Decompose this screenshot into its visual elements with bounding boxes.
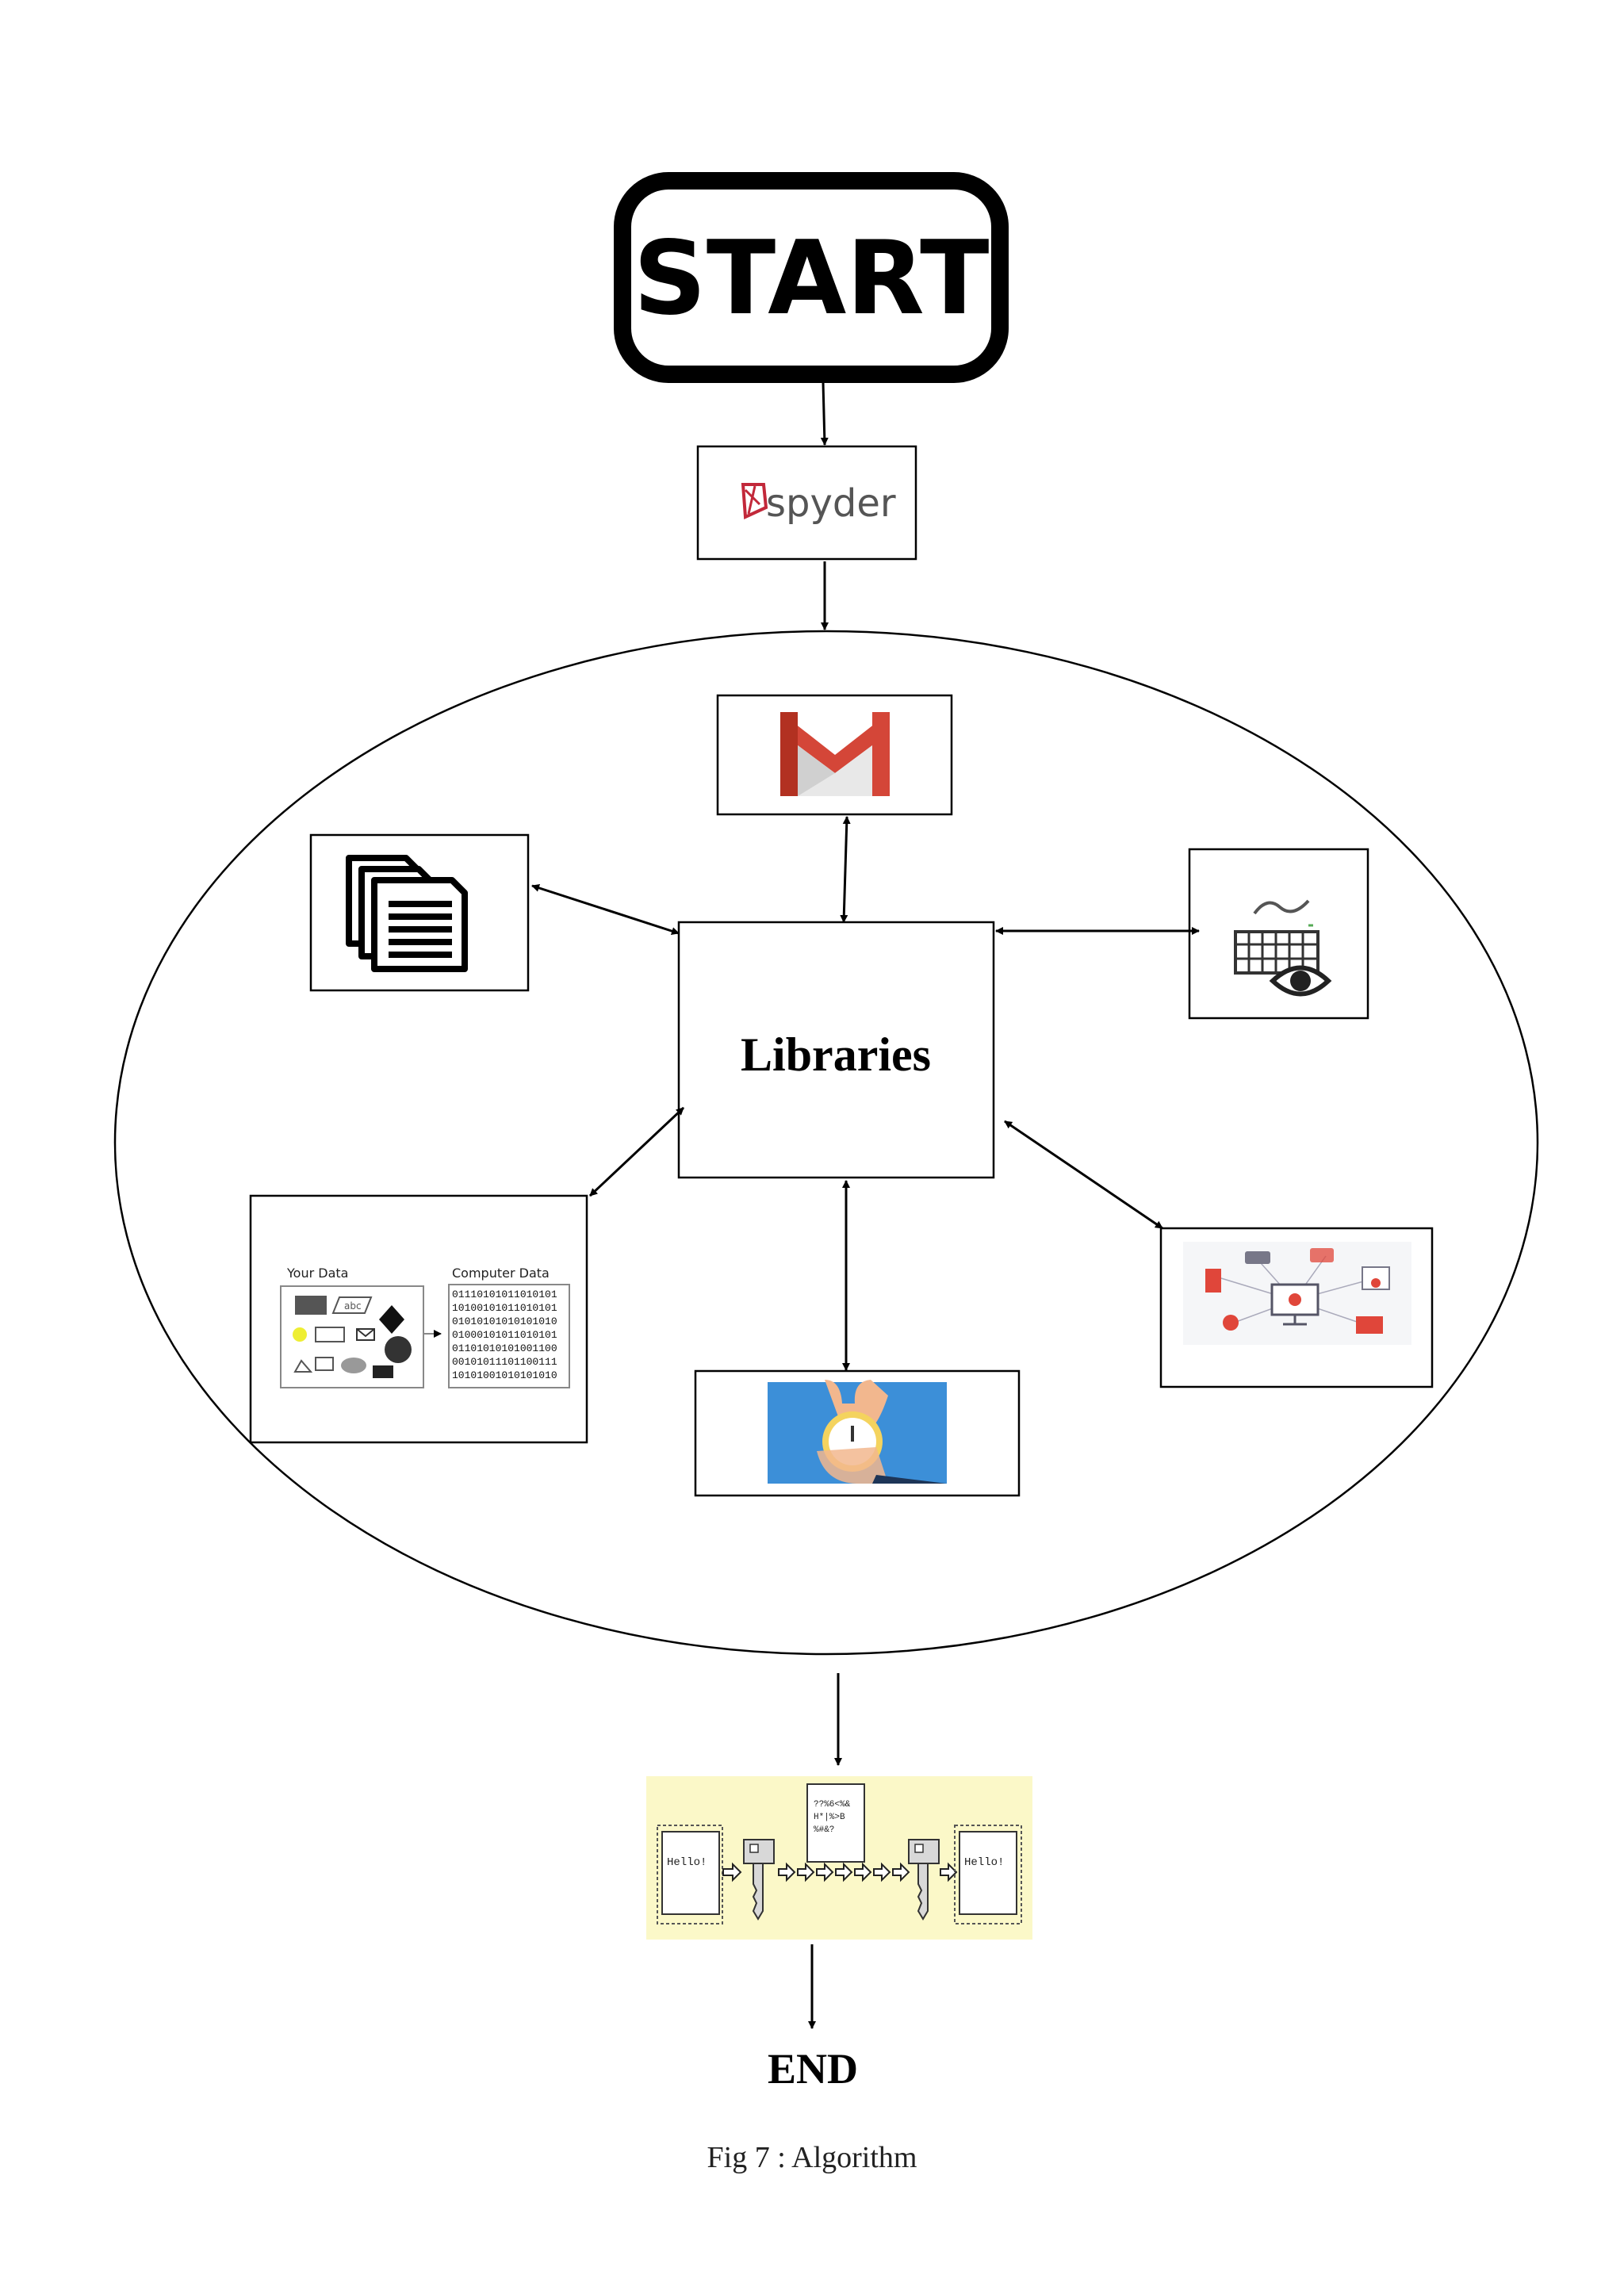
ciphertext-line: ??%6<%& xyxy=(814,1800,851,1810)
binary-row: 10101001010101010 xyxy=(452,1369,557,1381)
encryption-node: Hello! ??%6<%& H*|%>B %#&? Hello! xyxy=(646,1776,1032,1940)
ciphertext-doc xyxy=(806,1783,865,1863)
ciphertext-line: %#&? xyxy=(814,1825,834,1835)
data-conversion-node: Your Data Computer Data abc 011101010110… xyxy=(249,1194,588,1444)
keylogger-node xyxy=(1188,848,1369,1020)
binary-row: 10100101011010101 xyxy=(452,1302,557,1314)
libraries-group-ellipse xyxy=(113,630,1539,1656)
timer-node xyxy=(694,1369,1021,1497)
monitor-network-icon xyxy=(1205,1248,1390,1334)
computer-data-title: Computer Data xyxy=(452,1266,550,1281)
libraries-node: Libraries xyxy=(677,921,995,1179)
monitoring-node xyxy=(1159,1227,1434,1388)
arrow-chain-icon xyxy=(778,1862,910,1882)
documents-node xyxy=(309,833,530,992)
gmail-node xyxy=(716,694,953,816)
start-label: START xyxy=(634,220,990,338)
keyboard-eye-icon xyxy=(1234,899,1332,997)
documents-stack-icon xyxy=(346,855,468,972)
key-icon xyxy=(743,1839,775,1921)
arrow-libraries-monitoring xyxy=(1004,1120,1163,1230)
arrow-start-to-spyder xyxy=(820,381,829,446)
arrow-libraries-gmail xyxy=(840,816,851,923)
binary-row: 01010101010101010 xyxy=(452,1316,557,1327)
end-label: END xyxy=(768,2045,858,2093)
arrow-icon xyxy=(722,1862,742,1882)
your-data-title: Your Data xyxy=(286,1266,348,1281)
figure-caption: Fig 7 : Algorithm xyxy=(707,2141,917,2174)
spyder-logo-icon xyxy=(741,483,768,520)
binary-row: 01000101011010101 xyxy=(452,1329,557,1341)
spyder-node: spyder xyxy=(696,445,917,561)
computer-data-panel xyxy=(448,1284,570,1388)
data-shapes-icon: abc xyxy=(293,1296,412,1378)
plaintext-doc-right xyxy=(959,1831,1017,1915)
spyder-label: spyder xyxy=(766,481,896,526)
gmail-icon xyxy=(780,712,890,796)
arrow-libraries-documents xyxy=(531,884,680,935)
key-icon xyxy=(908,1839,940,1921)
ciphertext-line: H*|%>B xyxy=(814,1813,845,1822)
binary-row: 00101011101100111 xyxy=(452,1356,557,1368)
abc-label: abc xyxy=(344,1300,362,1312)
arrow-icon xyxy=(940,1862,958,1882)
plaintext-doc-left xyxy=(661,1831,720,1915)
libraries-label: Libraries xyxy=(741,1028,931,1081)
binary-row: 01101010101001100 xyxy=(452,1342,557,1354)
start-badge-frame xyxy=(614,172,1009,383)
stopwatch-in-hand-icon xyxy=(768,1380,947,1484)
arrow-libraries-conversion xyxy=(588,1106,685,1197)
plaintext-right: Hello! xyxy=(964,1856,1004,1869)
libraries-box xyxy=(677,921,995,1179)
binary-row: 01110101011010101 xyxy=(452,1289,557,1300)
plaintext-left: Hello! xyxy=(667,1856,707,1869)
start-node: START xyxy=(614,172,1009,383)
spyder-box xyxy=(696,445,917,561)
